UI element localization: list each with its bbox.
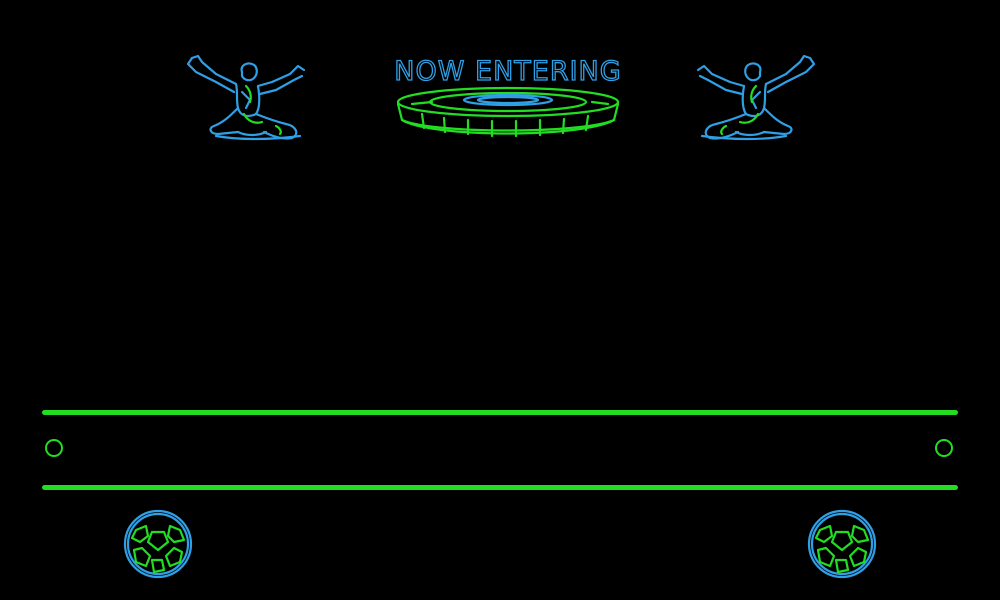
right-player-icon: [696, 54, 816, 141]
stadium-icon: [396, 86, 620, 138]
right-mount-ring: [935, 439, 953, 457]
left-mount-ring: [45, 439, 63, 457]
left-soccer-ball-icon: [123, 509, 193, 579]
top-rail: [42, 410, 958, 415]
right-soccer-ball-icon: [807, 509, 877, 579]
now-entering-title: NOW ENTERING: [394, 55, 622, 87]
bottom-rail: [42, 485, 958, 490]
left-player-icon: [186, 54, 306, 141]
